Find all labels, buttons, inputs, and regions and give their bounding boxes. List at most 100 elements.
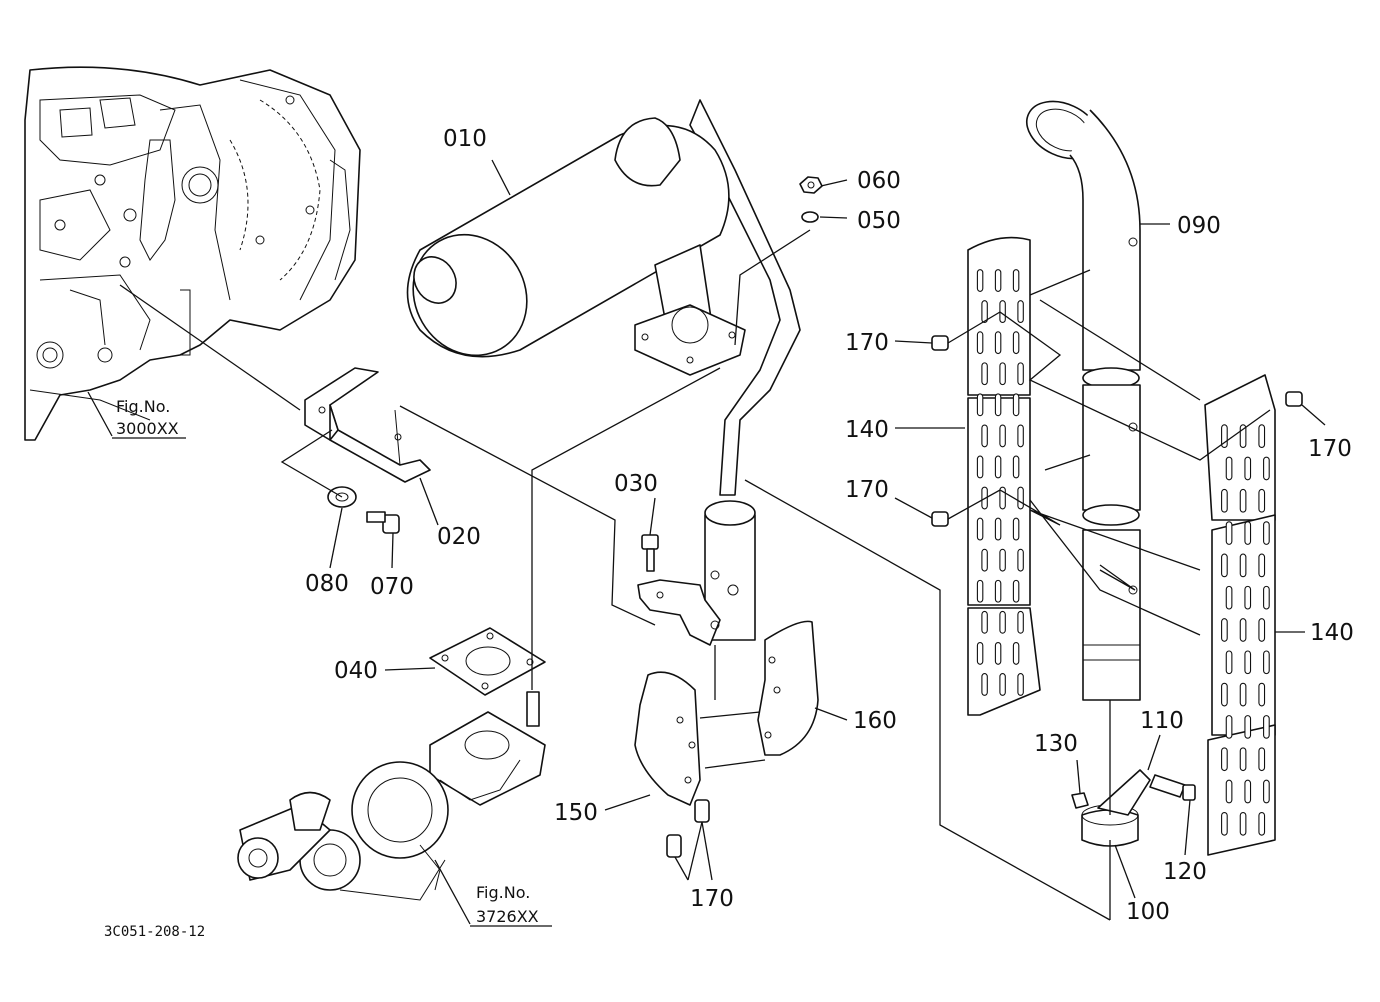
heat-shield-slot xyxy=(1225,650,1233,675)
heat-shield-slot xyxy=(1221,811,1228,836)
heat-shield-slot xyxy=(1012,517,1020,541)
label-140-right: 140 xyxy=(1310,620,1354,646)
heat-shield-right xyxy=(1204,374,1276,856)
heat-shield-slot xyxy=(981,424,988,448)
label-030: 030 xyxy=(614,471,658,497)
label-070: 070 xyxy=(370,574,414,600)
heat-shield-slot xyxy=(1017,362,1024,386)
exhaust-elbow-drawing xyxy=(637,500,756,646)
engine-block-drawing xyxy=(24,66,361,441)
heat-shield-slot xyxy=(1263,456,1270,481)
heat-shield-slot xyxy=(1017,673,1024,696)
heat-shield-slot xyxy=(1263,650,1270,675)
heat-shield-slot xyxy=(1244,456,1252,481)
heat-shield-slot xyxy=(1221,553,1228,578)
bolts-170-bottom-drawing xyxy=(666,799,710,858)
heat-shield-slot xyxy=(994,455,1002,479)
heat-shield-slot xyxy=(1017,486,1024,510)
heat-shield-slot xyxy=(1017,424,1024,448)
heat-shield-slot xyxy=(976,517,984,541)
heat-shield-slot xyxy=(1239,682,1247,707)
label-050: 050 xyxy=(857,208,901,234)
bolt-070-drawing xyxy=(366,511,400,534)
heat-shield-slot xyxy=(1225,585,1233,610)
heat-shield-slot xyxy=(981,362,988,386)
heat-shield-slot xyxy=(1225,715,1233,739)
label-160: 160 xyxy=(853,708,897,734)
heat-shield-slot xyxy=(1258,618,1266,642)
heat-shield-slot xyxy=(1239,747,1247,772)
heat-shield-slot xyxy=(1017,548,1024,572)
assembly-lines xyxy=(119,229,1271,921)
cover-150-drawing xyxy=(634,671,701,806)
heat-shield-slot xyxy=(1258,488,1266,513)
turbo-fig-label: Fig.No. xyxy=(476,883,530,902)
heat-shield-slot xyxy=(1239,553,1247,578)
heat-shield-slot xyxy=(1244,521,1252,545)
heat-shield-slot xyxy=(999,424,1006,448)
bolt-120-drawing xyxy=(1149,774,1196,801)
clamp-100-drawing xyxy=(1081,769,1151,847)
heat-shield-slot xyxy=(1221,488,1228,513)
heat-shield-slot xyxy=(1012,455,1020,479)
heat-shield-slot xyxy=(1012,579,1020,603)
heat-shield-slot xyxy=(994,641,1002,665)
label-170-bottom: 170 xyxy=(690,886,734,912)
nut-130-drawing xyxy=(1071,792,1089,809)
nut-060-drawing xyxy=(799,176,823,194)
label-170-mid-left: 170 xyxy=(845,477,889,503)
engine-fig-number: 3000XX xyxy=(116,419,179,438)
heat-shield-slot xyxy=(994,517,1002,541)
heat-shield-slot xyxy=(999,548,1006,572)
leader-lines xyxy=(329,159,1326,899)
heat-shield-slot xyxy=(976,269,984,292)
heat-shield-slot xyxy=(976,393,984,417)
bolt-030-drawing xyxy=(641,534,659,572)
gasket-040-drawing xyxy=(429,627,546,696)
engine-fig-label: Fig.No. xyxy=(116,397,170,416)
label-090: 090 xyxy=(1177,213,1221,239)
label-040: 040 xyxy=(334,658,378,684)
label-020: 020 xyxy=(437,524,481,550)
heat-shield-slot xyxy=(1239,618,1247,642)
heat-shield-slot xyxy=(1263,585,1270,610)
heat-shield-slot xyxy=(981,300,988,324)
heat-shield-slot xyxy=(976,455,984,479)
heat-shield-slot xyxy=(999,362,1006,386)
heat-shield-slot xyxy=(1239,488,1247,513)
heat-shield-slot xyxy=(994,331,1002,355)
label-170-right: 170 xyxy=(1308,436,1352,462)
heat-shield-slot xyxy=(1012,269,1020,292)
turbocharger-drawing xyxy=(237,711,546,901)
washer-050-drawing xyxy=(801,211,819,223)
tailpipe-drawing xyxy=(1026,100,1141,701)
washer-080-hole xyxy=(335,492,349,502)
label-130: 130 xyxy=(1034,731,1078,757)
turbo-fig-leader xyxy=(434,859,471,925)
heat-shield-slot xyxy=(981,610,988,634)
heat-shield-slot xyxy=(994,579,1002,603)
heat-shield-slot xyxy=(1225,456,1233,481)
heat-shield-slot xyxy=(1263,521,1270,545)
heat-shield-slot xyxy=(1225,779,1233,804)
engine-fig-leader xyxy=(87,391,113,437)
heat-shield-slot xyxy=(1258,682,1266,707)
heat-shield-slot xyxy=(1221,747,1228,772)
heat-shield-slot xyxy=(994,269,1002,292)
heat-shield-slot xyxy=(1244,650,1252,675)
turbo-fig-number: 3726XX xyxy=(476,907,539,926)
heat-shield-slot xyxy=(1017,300,1024,324)
heat-shield-slot xyxy=(981,548,988,572)
heat-shield-slot xyxy=(999,300,1006,324)
heat-shield-slot xyxy=(1244,585,1252,610)
cover-160-drawing xyxy=(757,620,819,756)
heat-shield-slot xyxy=(1221,682,1228,707)
heat-shield-left xyxy=(967,236,1041,716)
drawing-code: 3C051-208-12 xyxy=(104,924,205,940)
heat-shield-slot xyxy=(994,393,1002,417)
bracket-020-drawing xyxy=(304,367,431,483)
heat-shield-slot xyxy=(1017,610,1024,634)
label-100: 100 xyxy=(1126,899,1170,925)
heat-shield-slot xyxy=(981,673,988,696)
muffler-drawing xyxy=(406,99,801,496)
